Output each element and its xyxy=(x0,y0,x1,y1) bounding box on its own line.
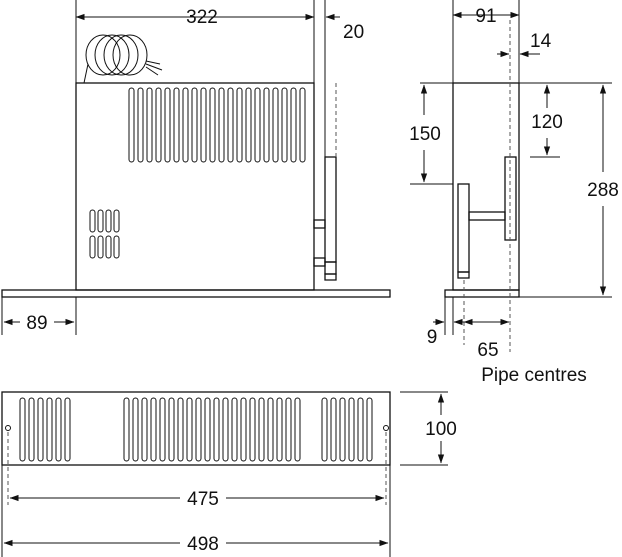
vent-slot xyxy=(164,87,171,163)
vent-slot xyxy=(132,397,139,462)
grille-vent-slots xyxy=(19,397,373,462)
vent-slot xyxy=(182,87,189,163)
dim-pipe-offset: 14 xyxy=(530,31,552,52)
dim-end-width: 91 xyxy=(475,6,496,27)
vent-slot xyxy=(272,87,279,163)
vent-slot xyxy=(281,87,288,163)
vent-slot xyxy=(299,87,306,163)
pipe-lower xyxy=(457,183,470,273)
vent-slot xyxy=(276,397,283,462)
dim-grille-height: 100 xyxy=(425,419,457,440)
vent-slot xyxy=(150,397,157,462)
grille-panel xyxy=(1,391,391,466)
vent-slot xyxy=(227,87,234,163)
dim-end-height-upper: 150 xyxy=(409,124,441,145)
vent-slot xyxy=(141,397,148,462)
dim-side-width: 322 xyxy=(186,7,218,28)
vent-slot xyxy=(146,87,153,163)
vent-slot xyxy=(231,397,238,462)
vent-slot xyxy=(209,87,216,163)
pipe-centres-label: Pipe centres xyxy=(481,365,587,386)
vent-slot xyxy=(186,397,193,462)
vent-slot xyxy=(191,87,198,163)
vent-slot xyxy=(128,87,135,163)
base-plate xyxy=(1,289,391,298)
end-base xyxy=(444,289,520,298)
top-vent-slots xyxy=(128,87,306,163)
vent-slot xyxy=(218,87,225,163)
end-view: 91 14 150 120 288 9 65 Pipe centres xyxy=(409,0,619,386)
vent-slot xyxy=(213,397,220,462)
dim-pipe-height: 120 xyxy=(531,112,563,133)
vent-slot xyxy=(348,397,355,462)
vent-slot xyxy=(240,397,247,462)
vent-slot xyxy=(290,87,297,163)
side-view: 322 20 89 xyxy=(1,0,391,335)
dim-side-offset: 20 xyxy=(343,22,364,43)
vent-slot xyxy=(89,209,96,233)
dim-overall-length: 498 xyxy=(187,534,219,555)
lower-vent-slots xyxy=(89,209,120,259)
vent-slot xyxy=(245,87,252,163)
vent-slot xyxy=(89,235,96,259)
vent-slot xyxy=(97,235,104,259)
vent-slot xyxy=(113,235,120,259)
end-casing xyxy=(452,82,520,291)
vent-slot xyxy=(105,235,112,259)
vent-slot xyxy=(177,397,184,462)
pipe-assembly xyxy=(313,156,337,281)
vent-slot xyxy=(204,397,211,462)
vent-slot xyxy=(285,397,292,462)
coiled-cable-icon xyxy=(83,34,163,84)
vent-slot xyxy=(258,397,265,462)
vent-slot xyxy=(200,87,207,163)
vent-slot xyxy=(137,87,144,163)
vent-slot xyxy=(19,397,26,462)
vent-slot xyxy=(155,87,162,163)
fixing-hole-left xyxy=(5,425,11,431)
dim-fixing-centres: 475 xyxy=(187,489,219,510)
vent-slot xyxy=(123,397,130,462)
vent-slot xyxy=(64,397,71,462)
vent-slot xyxy=(222,397,229,462)
vent-slot xyxy=(55,397,62,462)
vent-slot xyxy=(263,87,270,163)
front-grille-view: 100 475 498 xyxy=(1,391,457,557)
vent-slot xyxy=(105,209,112,233)
vent-slot xyxy=(254,87,261,163)
vent-slot xyxy=(159,397,166,462)
vent-slot xyxy=(97,209,104,233)
vent-slot xyxy=(321,397,328,462)
vent-slot xyxy=(168,397,175,462)
vent-slot xyxy=(267,397,274,462)
vent-slot xyxy=(249,397,256,462)
vent-slot xyxy=(294,397,301,462)
vent-slot xyxy=(339,397,346,462)
vent-slot xyxy=(37,397,44,462)
vent-slot xyxy=(195,397,202,462)
dim-pipe-centres: 65 xyxy=(477,340,498,361)
vent-slot xyxy=(46,397,53,462)
vent-slot xyxy=(28,397,35,462)
vent-slot xyxy=(330,397,337,462)
vent-slot xyxy=(113,209,120,233)
vent-slot xyxy=(173,87,180,163)
vent-slot xyxy=(236,87,243,163)
vent-slot xyxy=(357,397,364,462)
fixing-hole-right xyxy=(383,425,389,431)
vent-slot xyxy=(366,397,373,462)
dim-overall-height: 288 xyxy=(587,180,619,201)
dim-base-overhang: 89 xyxy=(26,313,47,334)
dim-base-lip: 9 xyxy=(427,327,438,348)
